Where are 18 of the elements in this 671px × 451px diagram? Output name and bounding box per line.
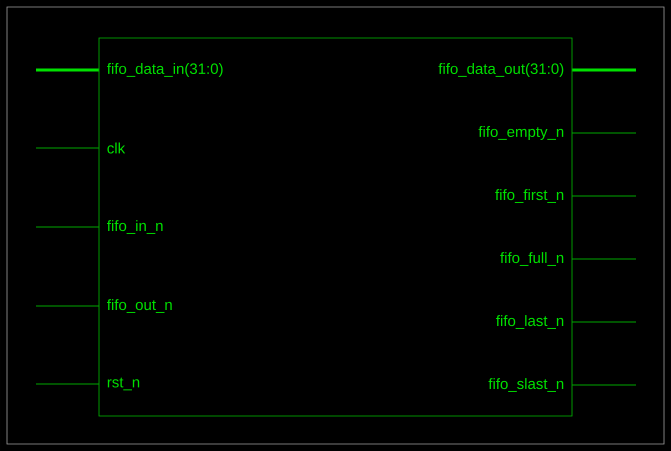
pin-name: rst_n	[108, 378, 140, 390]
pin-line	[36, 226, 99, 228]
pin-name: fifo_full_n	[500, 252, 564, 266]
pin-line	[36, 68, 99, 72]
pin-line	[572, 384, 636, 386]
pin-name: fifo_slast_n	[488, 378, 564, 392]
block-symbol	[98, 38, 572, 416]
pin-name: fifo_data_in(31:0)	[107, 63, 223, 77]
pin-line	[572, 258, 636, 260]
pin-name: fifo_out_n	[107, 299, 172, 313]
pin-name: fifo_data_out(31:0)	[438, 63, 564, 77]
pin-line	[572, 132, 636, 134]
pin-name: fifo_in_n	[107, 220, 163, 234]
pin-name: fifo_first_n	[495, 189, 564, 203]
pin-name: fifo_empty_n	[478, 126, 564, 140]
pin-name: fifo_last_n	[496, 315, 564, 329]
pin-name: clk	[107, 142, 126, 154]
pin-line	[572, 68, 636, 72]
